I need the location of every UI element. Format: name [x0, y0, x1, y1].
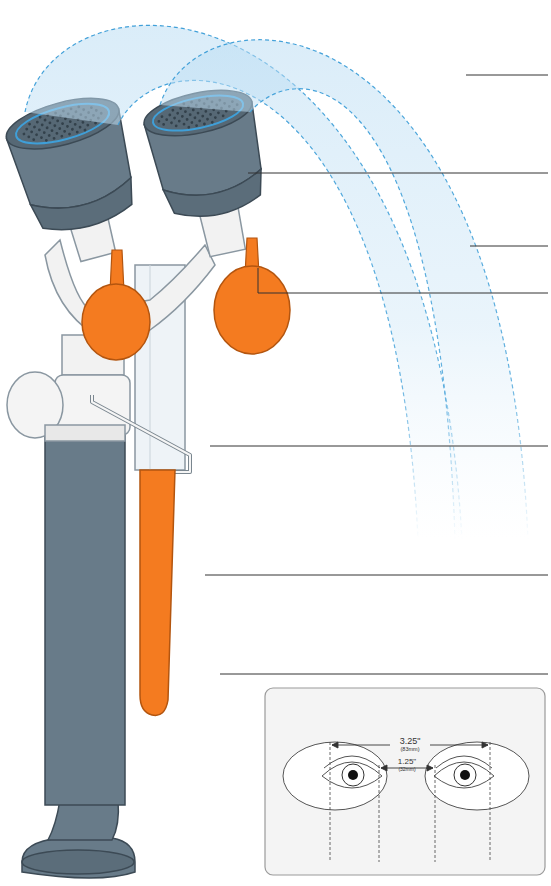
spray-hole — [40, 136, 43, 139]
spray-hole — [83, 128, 86, 131]
spray-hole — [27, 135, 30, 138]
spray-hole — [47, 134, 50, 137]
spray-hole — [192, 108, 195, 111]
spray-hole — [211, 121, 214, 124]
spray-hole — [182, 123, 185, 126]
spray-hole — [198, 119, 201, 122]
eye-spacing-inset — [265, 688, 545, 875]
spray-hole — [81, 121, 84, 124]
spray-hole — [50, 129, 53, 132]
spray-hole — [61, 122, 64, 125]
spray-hole — [58, 127, 61, 130]
spray-hole — [66, 125, 69, 128]
spray-hole — [179, 107, 182, 110]
spray-hole — [190, 121, 193, 124]
spray-hole — [43, 118, 46, 121]
spray-hole — [168, 113, 171, 116]
dust-cover — [214, 238, 290, 354]
spray-hole — [43, 131, 46, 134]
spray-hole — [22, 132, 25, 135]
dust-cover — [82, 250, 150, 360]
spray-hole — [178, 119, 181, 122]
spray-hole — [173, 116, 176, 119]
spray-hole — [56, 119, 59, 122]
spray-hole — [28, 122, 31, 125]
spray-hole — [204, 110, 207, 113]
spray-hole — [86, 123, 89, 126]
spray-hole — [195, 124, 198, 127]
spray-hole — [181, 115, 184, 118]
spray-hole — [176, 112, 179, 115]
spray-hole — [165, 118, 168, 121]
sign-panel-edge — [150, 265, 151, 470]
spray-hole — [157, 120, 160, 123]
spray-hole — [214, 116, 217, 119]
spray-hole — [185, 118, 188, 121]
spray-hole — [69, 120, 72, 123]
spray-hole — [162, 123, 165, 126]
spray-hole — [193, 116, 196, 119]
leader-line — [205, 75, 548, 674]
push-rod — [92, 395, 190, 472]
spray-hole — [68, 132, 71, 135]
spray-hole — [184, 110, 187, 113]
water-stream — [160, 40, 528, 540]
spray-hole — [196, 111, 199, 114]
spray-hole — [52, 137, 55, 140]
spray-hole — [33, 125, 36, 128]
spray-hole — [170, 121, 173, 124]
spray-hole — [203, 122, 206, 125]
spray-hole — [209, 113, 212, 116]
spray-hole — [36, 120, 39, 123]
spray-hole — [30, 130, 33, 133]
spray-hole — [187, 126, 190, 129]
pedestal — [22, 430, 135, 878]
spray-hole — [73, 123, 76, 126]
spray-hole — [76, 130, 79, 133]
spray-hole — [171, 109, 174, 112]
spray-hole — [175, 124, 178, 127]
dimension-label: 1.25" — [398, 758, 416, 766]
spray-hole — [55, 132, 58, 135]
spray-hole — [41, 123, 44, 126]
dimension-label: (32mm) — [398, 767, 415, 772]
push-handle — [140, 470, 175, 715]
spray-hole — [38, 128, 41, 131]
spray-hole — [53, 124, 56, 127]
spray-hole — [25, 127, 28, 130]
spray-hole — [189, 113, 192, 116]
spray-hole — [201, 114, 204, 117]
push-rod-highlight — [92, 395, 190, 472]
spray-hole — [217, 111, 220, 114]
dimension-label: (83mm) — [401, 747, 420, 753]
spray-hole — [71, 128, 74, 131]
spray-hole — [60, 135, 63, 138]
spray-hole — [38, 116, 41, 119]
spray-hole — [160, 115, 163, 118]
spray-hole — [32, 138, 35, 141]
spray-hole — [48, 121, 51, 124]
spray-hole — [63, 130, 66, 133]
dimension-label: 3.25" — [400, 737, 421, 746]
spray-hole — [78, 126, 81, 129]
spray-hole — [45, 126, 48, 129]
spray-hole — [45, 139, 48, 142]
spray-hole — [35, 133, 38, 136]
spray-hole — [221, 114, 224, 117]
spray-hole — [206, 118, 209, 121]
spray-hole — [51, 116, 54, 119]
